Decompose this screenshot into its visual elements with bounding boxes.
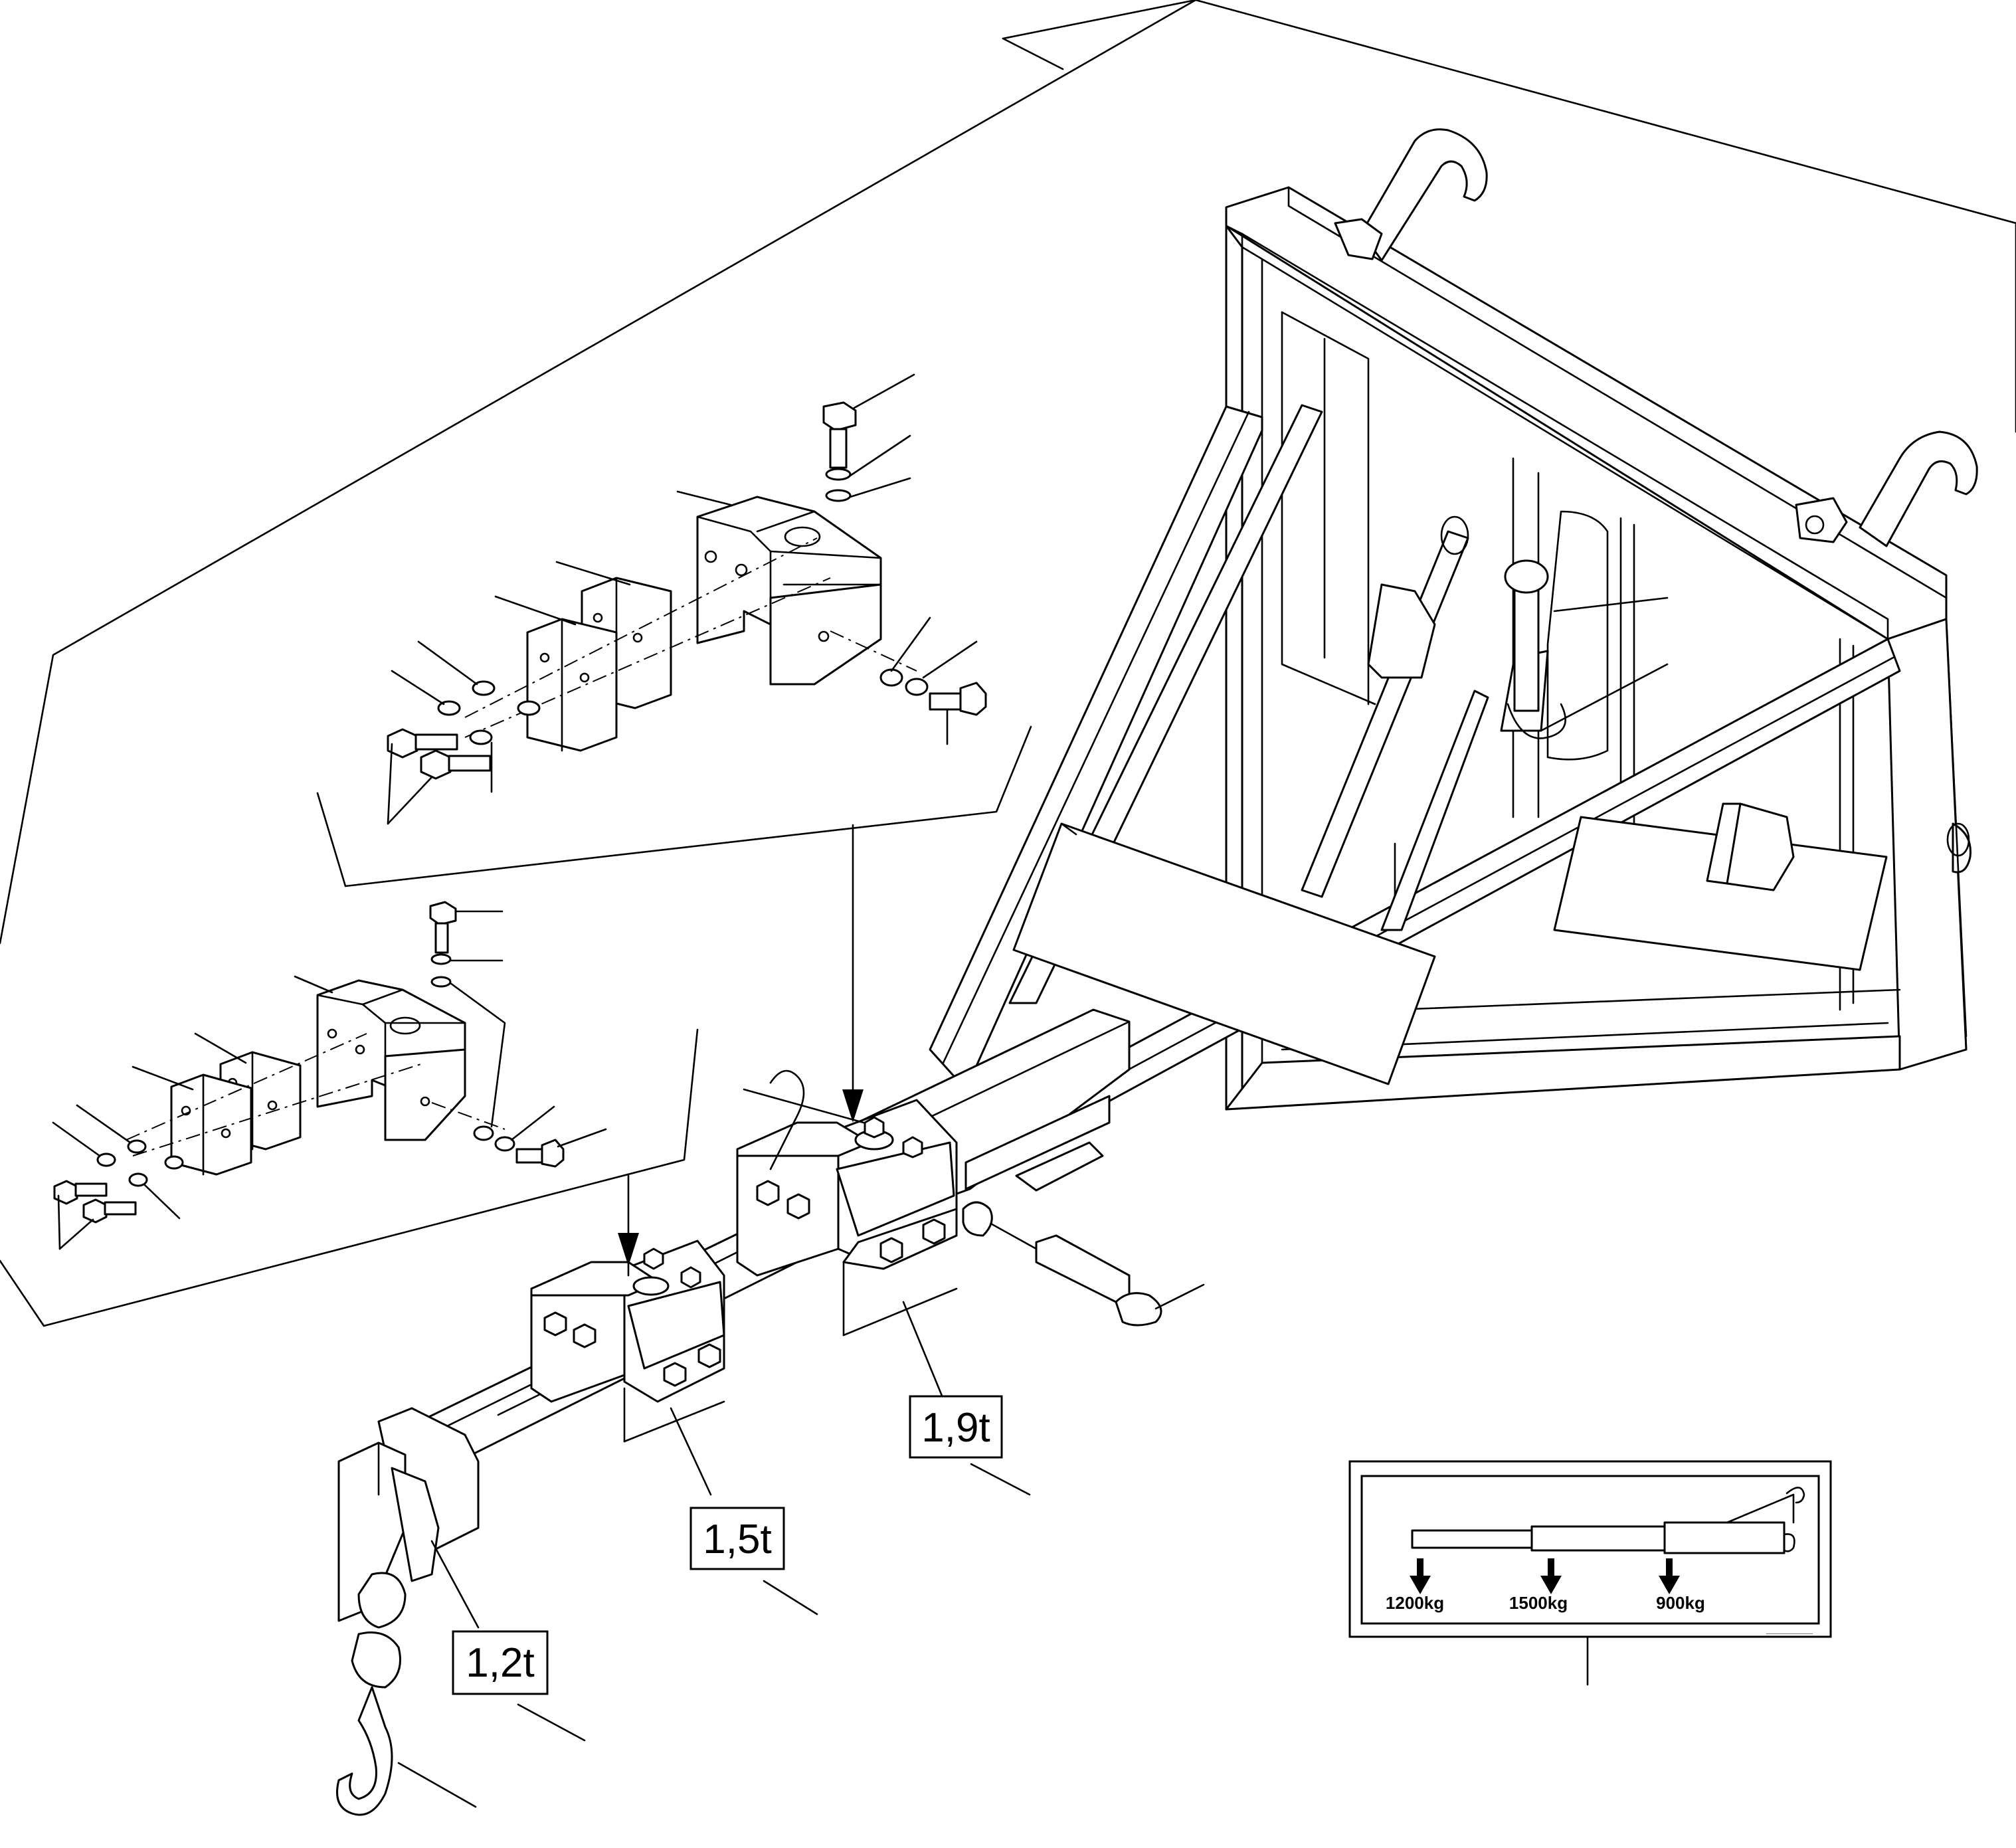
svg-text:1,9t: 1,9t xyxy=(921,1405,990,1451)
exploded-assembly-upper xyxy=(387,373,987,825)
decal-load-outer: 900kg xyxy=(1656,1593,1705,1613)
decal-code: _________ xyxy=(1766,1624,1813,1635)
svg-text:1,2t: 1,2t xyxy=(466,1640,534,1686)
capacity-label-inner: 1,2t xyxy=(452,1630,549,1695)
exploded-assembly-lower xyxy=(52,901,607,1250)
decal-load-middle: 1500kg xyxy=(1509,1593,1568,1613)
load-decal: 1200kg 1500kg 900kg _________ xyxy=(1348,1460,1832,1686)
lifting-frame xyxy=(929,128,1978,1164)
decal-load-inner: 1200kg xyxy=(1386,1593,1444,1613)
detail-outline-small xyxy=(0,1028,699,1327)
capacity-label-outer: 1,9t xyxy=(909,1395,1003,1459)
capacity-label-middle: 1,5t xyxy=(689,1507,785,1570)
svg-text:1,5t: 1,5t xyxy=(703,1517,771,1562)
detail-outline-large xyxy=(0,0,2016,945)
telescopic-boom xyxy=(336,824,1205,1816)
